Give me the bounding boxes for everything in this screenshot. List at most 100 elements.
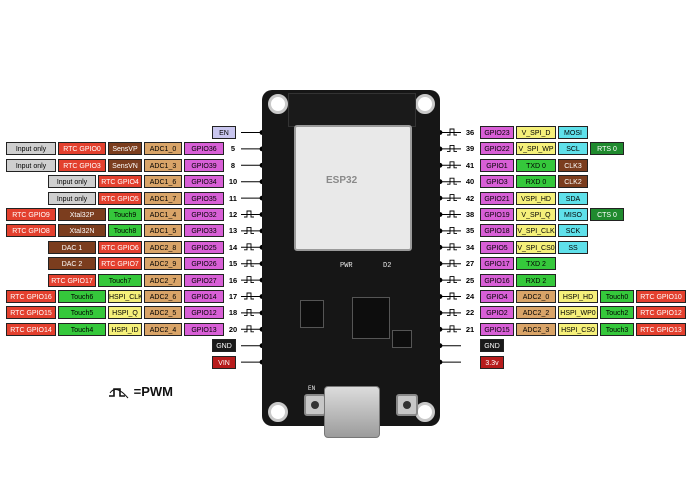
right-label-4-1: VSPI_HD bbox=[516, 191, 556, 205]
right-label-6-0: GPIO18 bbox=[480, 224, 514, 238]
pwm-wave-icon bbox=[447, 177, 457, 185]
right-label-5-0: GPIO19 bbox=[480, 208, 514, 221]
right-label-11-1: ADC2_2 bbox=[516, 306, 556, 320]
left-label-11-2: HSPI_Q bbox=[108, 306, 142, 320]
left-label-12-1: Touch4 bbox=[58, 322, 106, 336]
left-label-10-2: HSPI_CLK bbox=[108, 290, 142, 303]
right-label-12-2: HSPI_CS0 bbox=[558, 322, 598, 336]
right-pin-num-2: 41 bbox=[463, 158, 477, 172]
right-pin-num-3: 40 bbox=[463, 175, 477, 189]
left-pin-num-10: 17 bbox=[226, 290, 240, 303]
left-pin-num-9: 16 bbox=[226, 273, 240, 287]
right-label-11-2: HSPI_WP0 bbox=[558, 306, 598, 320]
right-label-7-0: GPIO5 bbox=[480, 240, 514, 254]
left-label-8-3: GPIO26 bbox=[184, 257, 224, 271]
right-pin-num-10: 24 bbox=[463, 290, 477, 303]
pwm-wave-icon bbox=[244, 226, 254, 234]
module-logo: ESP32 bbox=[326, 175, 358, 186]
pwm-wave-icon bbox=[447, 210, 457, 218]
left-pin-num-3: 10 bbox=[226, 175, 240, 189]
pwm-wave-icon bbox=[244, 276, 254, 284]
right-label-12-0: GPIO15 bbox=[480, 322, 514, 336]
pwm-wave-icon bbox=[447, 292, 457, 300]
left-label-2-3: ADC1_3 bbox=[144, 158, 182, 172]
mount-hole-top-right bbox=[415, 94, 435, 114]
right-label-4-0: GPIO21 bbox=[480, 191, 514, 205]
pwr-label: PWR bbox=[340, 262, 353, 270]
right-label-8-1: TXD 2 bbox=[516, 257, 556, 271]
right-label-10-2: HSPI_HD bbox=[558, 290, 598, 303]
pcb-antenna bbox=[288, 93, 416, 127]
pwm-wave-icon bbox=[447, 259, 457, 267]
pwm-wave-icon bbox=[447, 243, 457, 251]
esp32-module-shield: ESP32 bbox=[294, 125, 412, 251]
pwm-wave-icon bbox=[447, 144, 457, 152]
en-button-label: EN bbox=[308, 385, 316, 392]
left-label-4-1: RTC GPIO5 bbox=[98, 191, 142, 205]
right-label-12-4: RTC GPIO13 bbox=[636, 322, 686, 336]
left-pin-num-2: 8 bbox=[226, 158, 240, 172]
right-label-11-0: GPIO2 bbox=[480, 306, 514, 320]
right-label-7-1: V_SPI_CS0 bbox=[516, 240, 556, 254]
right-label-7-2: SS bbox=[558, 240, 588, 254]
left-label-11-4: GPIO12 bbox=[184, 306, 224, 320]
en-button[interactable] bbox=[304, 394, 326, 416]
right-label-2-0: GPIO1 bbox=[480, 158, 514, 172]
left-label-1-2: SensVP bbox=[108, 142, 142, 156]
right-label-11-4: RTC GPIO12 bbox=[636, 306, 686, 320]
right-label-10-3: Touch0 bbox=[600, 290, 634, 303]
right-pin-num-1: 39 bbox=[463, 142, 477, 156]
left-label-6-2: Touch8 bbox=[108, 224, 142, 238]
mount-hole-top-left bbox=[268, 94, 288, 114]
left-label-8-2: ADC2_9 bbox=[144, 257, 182, 271]
right-label-6-2: SCK bbox=[558, 224, 588, 238]
right-label-4-2: SDA bbox=[558, 191, 588, 205]
pwm-wave-icon bbox=[244, 259, 254, 267]
right-label-2-2: CLK3 bbox=[558, 158, 588, 172]
left-label-0-0: EN bbox=[212, 126, 236, 139]
pwm-wave-icon bbox=[244, 243, 254, 251]
pwm-wave-icon bbox=[244, 292, 254, 300]
right-label-10-4: RTC GPIO10 bbox=[636, 290, 686, 303]
left-label-5-0: RTC GPIO9 bbox=[6, 208, 56, 221]
right-label-13-0: GND bbox=[480, 339, 504, 353]
right-label-1-3: RTS 0 bbox=[590, 142, 624, 156]
left-label-4-0: Input only bbox=[48, 191, 96, 205]
right-label-0-2: MOSI bbox=[558, 126, 588, 139]
right-label-9-0: GPIO16 bbox=[480, 273, 514, 287]
right-label-5-3: CTS 0 bbox=[590, 208, 624, 221]
left-label-10-3: ADC2_6 bbox=[144, 290, 182, 303]
regulator-chip bbox=[300, 300, 324, 328]
left-label-7-1: RTC GPIO6 bbox=[98, 240, 142, 254]
left-label-2-4: GPIO39 bbox=[184, 158, 224, 172]
left-label-3-3: GPIO34 bbox=[184, 175, 224, 189]
left-label-2-2: SensVN bbox=[108, 158, 142, 172]
left-label-2-0: Input only bbox=[6, 158, 56, 172]
left-label-1-3: ADC1_0 bbox=[144, 142, 182, 156]
left-label-12-0: RTC GPIO14 bbox=[6, 322, 56, 336]
right-pin-num-12: 21 bbox=[463, 322, 477, 336]
left-label-4-2: ADC1_7 bbox=[144, 191, 182, 205]
left-pin-num-4: 11 bbox=[226, 191, 240, 205]
left-label-11-3: ADC2_5 bbox=[144, 306, 182, 320]
left-label-3-0: Input only bbox=[48, 175, 96, 189]
right-pin-num-11: 22 bbox=[463, 306, 477, 320]
right-label-12-3: Touch3 bbox=[600, 322, 634, 336]
left-label-5-3: ADC1_4 bbox=[144, 208, 182, 221]
boot-button[interactable] bbox=[396, 394, 418, 416]
left-label-11-1: Touch5 bbox=[58, 306, 106, 320]
left-label-7-0: DAC 1 bbox=[48, 240, 96, 254]
mount-hole-bottom-left bbox=[268, 402, 288, 422]
right-label-9-1: RXD 2 bbox=[516, 273, 556, 287]
right-pin-num-4: 42 bbox=[463, 191, 477, 205]
left-label-10-4: GPIO14 bbox=[184, 290, 224, 303]
left-label-9-1: Touch7 bbox=[98, 273, 142, 287]
left-label-1-4: GPIO36 bbox=[184, 142, 224, 156]
left-pin-num-7: 14 bbox=[226, 240, 240, 254]
left-label-1-0: Input only bbox=[6, 142, 56, 156]
left-label-9-0: RTC GPIO17 bbox=[48, 273, 96, 287]
left-label-5-1: Xtal32P bbox=[58, 208, 106, 221]
pwm-legend-text: =PWM bbox=[133, 384, 173, 399]
pwm-wave-icon bbox=[244, 308, 254, 316]
pwm-legend: =PWM bbox=[108, 384, 173, 400]
